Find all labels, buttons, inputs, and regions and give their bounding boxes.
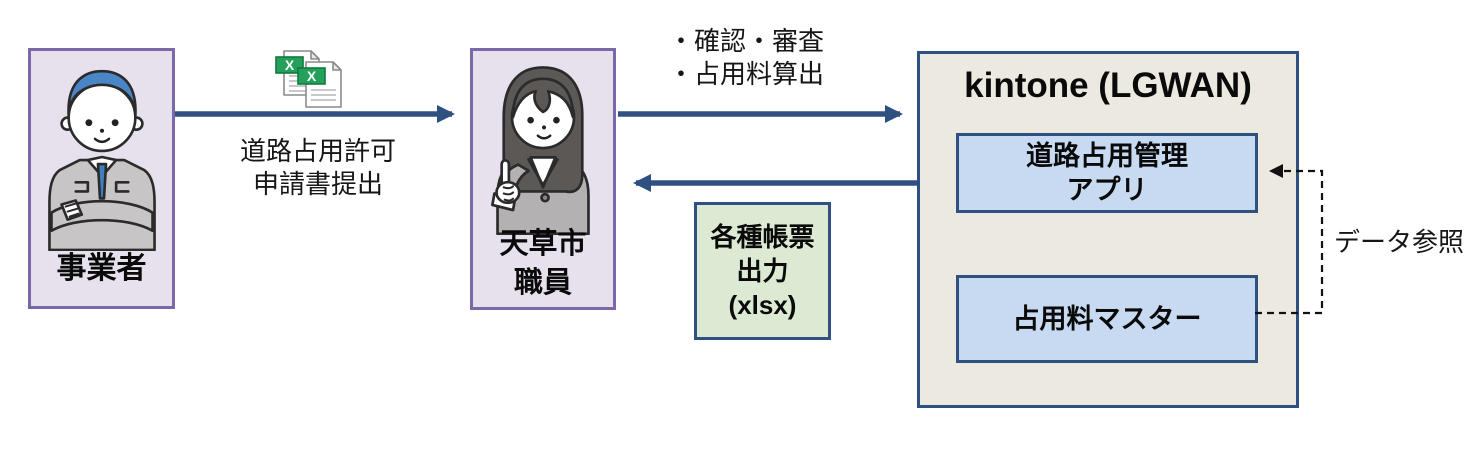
kintone-system-box: kintone (LGWAN) 道路占用管理 アプリ 占用料マスター [917, 51, 1299, 408]
road-occupation-app-label: 道路占用管理 アプリ [1026, 141, 1188, 205]
excel-files-icon-svg: X X [275, 50, 342, 108]
excel-x-letter-back: X [285, 57, 295, 73]
data-reference-label: データ参照 [1334, 227, 1465, 257]
submit-application-label: 道路占用許可 申請書提出 [239, 136, 396, 199]
excel-files-icon: X X [264, 48, 348, 112]
occupation-fee-master-label: 占用料マスター [1012, 304, 1202, 334]
excel-x-letter-front: X [307, 68, 317, 84]
form-output-label: 各種帳票 出力 (xlsx) [710, 222, 815, 320]
form-output-box: 各種帳票 出力 (xlsx) [694, 202, 831, 340]
road-occupation-app-box: 道路占用管理 アプリ [956, 133, 1258, 213]
city-staff-label: 天草市 職員 [499, 228, 587, 299]
city-staff-box: 天草市 職員 [470, 48, 616, 310]
business-operator-label: 事業者 [56, 252, 147, 285]
kintone-title: kintone (LGWAN) [964, 66, 1252, 105]
businessman-illustration [47, 69, 156, 251]
review-calculation-label: ・確認・審査 ・占用料算出 [668, 26, 825, 89]
business-operator-box: 事業者 [28, 48, 175, 309]
city-staff-illustration [491, 66, 590, 235]
occupation-fee-master-box: 占用料マスター [956, 275, 1258, 363]
